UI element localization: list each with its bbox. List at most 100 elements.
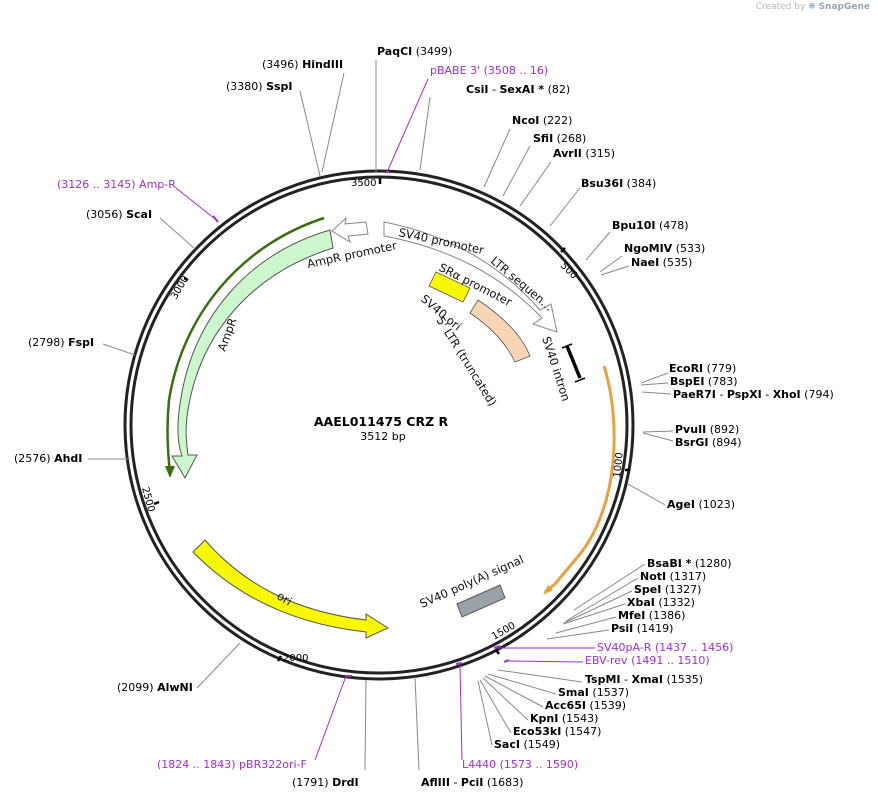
tick-3500: 3500 bbox=[351, 178, 376, 189]
site-leader-line bbox=[640, 382, 669, 386]
site-leader-line bbox=[642, 430, 674, 433]
site-leader-line bbox=[642, 432, 674, 442]
site-label[interactable]: KpnI (1543) bbox=[530, 712, 598, 725]
site-label[interactable]: SmaI (1537) bbox=[558, 686, 629, 699]
credit-prefix: Created by bbox=[755, 2, 806, 12]
primer-label[interactable]: SV40pA-R (1437 .. 1456) bbox=[597, 641, 733, 654]
tick-1000: 1000 bbox=[612, 452, 626, 478]
feature-ori[interactable] bbox=[192, 539, 390, 639]
site-label[interactable]: (2798) FspI bbox=[28, 336, 94, 349]
site-leader-line bbox=[565, 577, 639, 622]
site-leader-line bbox=[600, 265, 630, 276]
plasmid-name: AAEL011475 CRZ R bbox=[314, 414, 449, 429]
site-label[interactable]: TspMI - XmaI (1535) bbox=[585, 673, 703, 686]
site-label[interactable]: Eco53kI (1547) bbox=[513, 725, 601, 738]
label-ltr-sequence: LTR sequen… bbox=[488, 254, 556, 314]
site-label[interactable]: CsiI - SexAI * (82) bbox=[466, 83, 570, 96]
site-leader-line bbox=[299, 90, 321, 177]
feature-sv40-intron[interactable] bbox=[565, 345, 582, 379]
site-label[interactable]: SpeI (1327) bbox=[634, 583, 701, 596]
site-leader-line bbox=[546, 629, 610, 640]
site-label[interactable]: (2099) AlwNI bbox=[117, 681, 193, 694]
site-label[interactable]: BsrGI (894) bbox=[675, 436, 742, 449]
site-leader-line bbox=[484, 675, 544, 708]
plasmid-size: 3512 bp bbox=[360, 430, 405, 443]
feature-ampr[interactable] bbox=[171, 229, 334, 480]
site-leader-line bbox=[599, 255, 623, 273]
site-label[interactable]: PvuII (892) bbox=[675, 423, 739, 436]
feature-sv40-polya[interactable] bbox=[456, 584, 506, 618]
primer-label[interactable]: (3126 .. 3145) Amp-R bbox=[57, 178, 176, 191]
site-label[interactable]: PsiI (1419) bbox=[611, 622, 673, 635]
site-label[interactable]: (3380) SspI bbox=[226, 80, 293, 93]
feature-sv40-promoter-arrow[interactable] bbox=[383, 221, 558, 333]
site-leader-line bbox=[482, 677, 529, 721]
site-leader-line bbox=[419, 96, 431, 171]
site-leader-lines bbox=[88, 60, 674, 771]
site-label[interactable]: BsaBI * (1280) bbox=[647, 557, 732, 570]
snapgene-credit: Created by ❋ SnapGene bbox=[756, 2, 870, 12]
site-leader-line bbox=[641, 391, 672, 395]
site-label[interactable]: NaeI (535) bbox=[631, 256, 692, 269]
site-label[interactable]: MfeI (1386) bbox=[618, 609, 685, 622]
primer-leader-line bbox=[459, 664, 463, 761]
site-leader-line bbox=[549, 187, 581, 227]
feature-green-line[interactable] bbox=[166, 216, 325, 473]
site-label[interactable]: Bsu36I (384) bbox=[581, 177, 656, 190]
site-leader-line bbox=[483, 128, 511, 188]
site-leader-line bbox=[477, 680, 493, 746]
primer-leader-line bbox=[175, 187, 216, 220]
primer-leader-line bbox=[314, 675, 347, 761]
site-label[interactable]: PaqCI (3499) bbox=[377, 45, 452, 58]
site-label[interactable]: AgeI (1023) bbox=[667, 498, 735, 511]
site-label[interactable]: BspEI (783) bbox=[670, 375, 738, 388]
site-leader-line bbox=[321, 72, 345, 173]
site-leader-line bbox=[573, 563, 646, 611]
site-leader-line bbox=[497, 669, 583, 683]
primer-marks bbox=[212, 171, 510, 677]
site-leader-line bbox=[414, 676, 420, 771]
snapgene-logo-icon: ❋ bbox=[808, 2, 816, 12]
site-leader-line bbox=[519, 161, 552, 207]
site-label[interactable]: (2576) AhdI bbox=[14, 452, 82, 465]
site-leader-line bbox=[102, 343, 136, 356]
site-leader-line bbox=[364, 679, 367, 771]
site-label[interactable]: (3056) ScaI bbox=[86, 208, 152, 221]
site-leader-line bbox=[479, 679, 512, 734]
site-leader-line bbox=[585, 231, 611, 261]
site-label[interactable]: Bpu10I (478) bbox=[612, 219, 689, 232]
feature-sv40-ori[interactable] bbox=[428, 271, 471, 303]
site-leader-line bbox=[159, 217, 196, 250]
primer-label[interactable]: pBABE 3' (3508 .. 16) bbox=[430, 64, 548, 77]
credit-brand: SnapGene bbox=[818, 2, 870, 12]
feature-5-ltr[interactable] bbox=[469, 299, 531, 363]
site-leader-line bbox=[562, 603, 626, 625]
site-label[interactable]: (1791) DrdI bbox=[292, 776, 359, 789]
site-label[interactable]: (3496) HindIII bbox=[262, 58, 343, 71]
site-label[interactable]: SacI (1549) bbox=[494, 738, 560, 751]
primer-leader-line bbox=[505, 660, 584, 663]
primer-label[interactable]: L4440 (1573 .. 1590) bbox=[462, 758, 578, 771]
site-label[interactable]: NgoMIV (533) bbox=[624, 242, 705, 255]
site-leader-line bbox=[487, 673, 557, 695]
site-label[interactable]: SfiI (268) bbox=[533, 132, 586, 145]
site-label[interactable]: PaeR7I - PspXI - XhoI (794) bbox=[673, 388, 834, 401]
primer-label[interactable]: (1824 .. 1843) pBR322ori-F bbox=[157, 758, 307, 771]
tick-2000: 2000 bbox=[283, 653, 308, 664]
site-label[interactable]: AvrII (315) bbox=[553, 147, 615, 160]
site-label[interactable]: NcoI (222) bbox=[512, 114, 572, 127]
site-leader-line bbox=[196, 642, 241, 689]
site-label[interactable]: NotI (1317) bbox=[640, 570, 706, 583]
site-leader-line bbox=[555, 616, 617, 634]
primer-labels: pBABE 3' (3508 .. 16) (3126 .. 3145) Amp-… bbox=[57, 64, 733, 771]
feature-ampr-promoter[interactable] bbox=[331, 216, 369, 244]
primer-label[interactable]: EBV-rev (1491 .. 1510) bbox=[585, 654, 710, 667]
site-label[interactable]: EcoRI (779) bbox=[669, 362, 736, 375]
site-leader-line bbox=[563, 590, 633, 624]
site-label[interactable]: Acc65I (1539) bbox=[545, 699, 626, 712]
label-ori: ori bbox=[274, 589, 294, 609]
feature-orange-arc[interactable] bbox=[544, 365, 616, 594]
site-label[interactable]: XbaI (1332) bbox=[627, 596, 695, 609]
site-label[interactable]: AflIII - PciI (1683) bbox=[421, 776, 523, 789]
